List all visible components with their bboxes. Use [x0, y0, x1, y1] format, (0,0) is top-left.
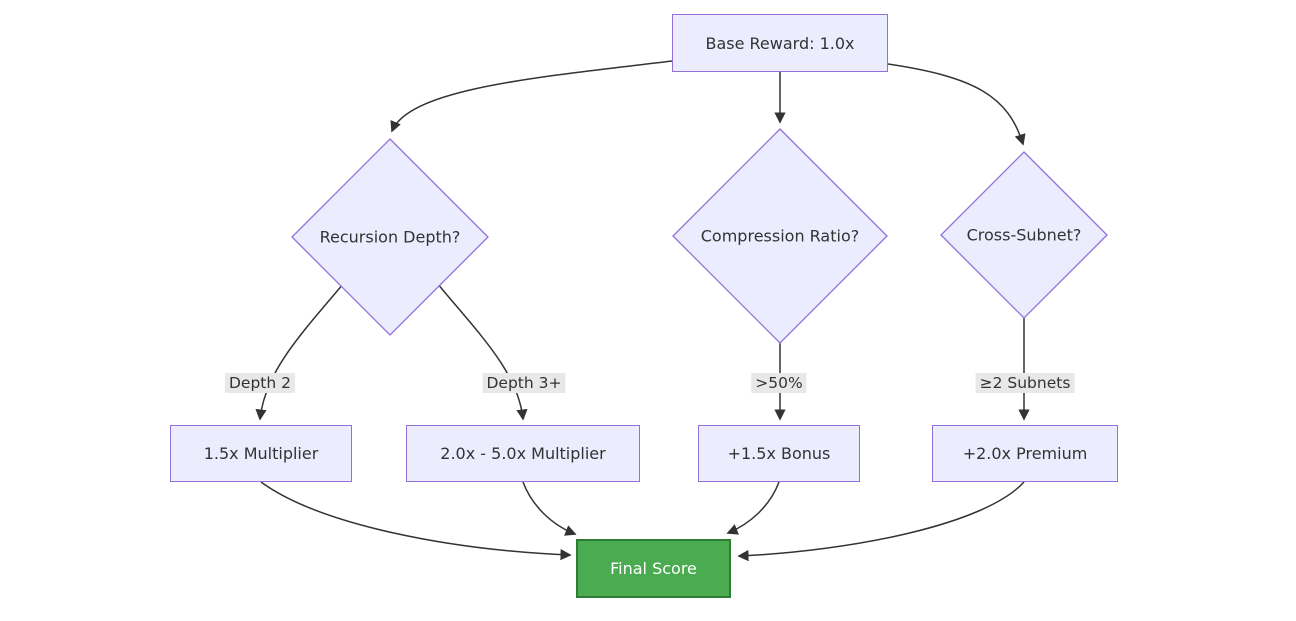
- edge-recursion-to-multiplier-15: [255, 282, 345, 421]
- node-base-reward: Base Reward: 1.0x: [672, 14, 888, 72]
- node-final-score: Final Score: [576, 539, 731, 598]
- decision-label-recursion-depth: Recursion Depth?: [319, 227, 461, 247]
- edge-label-over-50-percent: >50%: [751, 373, 807, 393]
- edge-base-to-cross-subnet: [887, 63, 1026, 146]
- decision-label-compression-ratio: Compression Ratio?: [700, 226, 860, 246]
- decision-cross-subnet: [940, 151, 1108, 319]
- edge-label-2-subnets: ≥2 Subnets: [975, 373, 1075, 393]
- node-bonus-1-5x: +1.5x Bonus: [698, 425, 860, 482]
- edge-label-depth-3-plus: Depth 3+: [482, 373, 566, 393]
- decision-label-cross-subnet: Cross-Subnet?: [966, 225, 1082, 245]
- decision-compression-ratio: [672, 128, 888, 344]
- decision-recursion-depth: [291, 138, 489, 336]
- node-premium-2-0x: +2.0x Premium: [932, 425, 1118, 482]
- edge-multiplier-20-50-to-final: [522, 481, 577, 536]
- node-multiplier-1-5x: 1.5x Multiplier: [170, 425, 352, 482]
- edge-base-to-recursion: [390, 60, 673, 133]
- edge-premium-to-final: [737, 481, 1025, 562]
- edge-bonus-to-final: [726, 481, 780, 535]
- edge-label-depth-2: Depth 2: [225, 373, 295, 393]
- edge-multiplier-15-to-final: [260, 481, 572, 561]
- edge-recursion-to-multiplier-20-50: [436, 282, 528, 421]
- node-multiplier-2-5x: 2.0x - 5.0x Multiplier: [406, 425, 640, 482]
